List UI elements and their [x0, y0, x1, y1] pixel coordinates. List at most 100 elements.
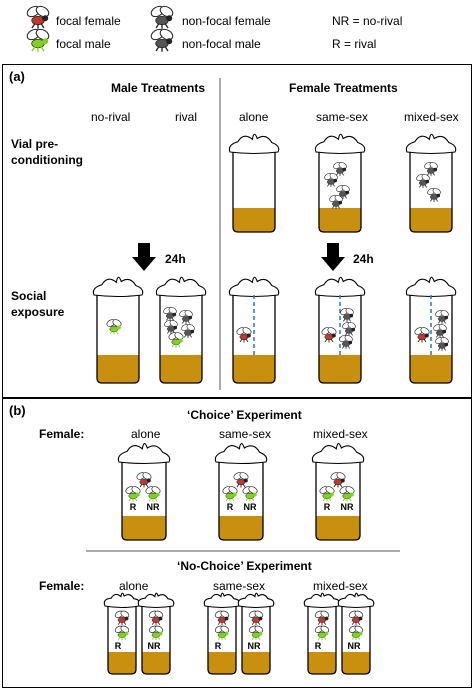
fly-legs: [427, 172, 435, 176]
fly-legs: [332, 205, 340, 209]
fly-legs: [324, 338, 334, 343]
tag-rival-nochoice-same-sex: R: [215, 641, 222, 651]
fly-head: [243, 478, 248, 483]
time-label-female: 24h: [353, 252, 374, 266]
fly-wing: [151, 486, 161, 494]
vial-precond-same-sex: [314, 133, 366, 233]
fly-legs: [155, 46, 169, 52]
female-treatments-heading: Female Treatments: [289, 81, 398, 95]
vial-nochoice-norival-alone: [137, 592, 175, 675]
fly-head: [173, 325, 178, 330]
fly-wing: [186, 324, 195, 331]
fly-wing: [420, 327, 430, 335]
fly-wing: [159, 28, 174, 41]
vial-tube: [318, 293, 362, 384]
vial-social-mixed-sex: [405, 276, 457, 384]
fly-wing: [325, 486, 335, 494]
fly-head: [42, 38, 49, 45]
food-medium: [108, 652, 136, 674]
fly-choice-rival-male-same-sex: [222, 486, 238, 502]
fly-legs: [184, 334, 192, 338]
fly-choice-rival-male-mixed-sex: [319, 486, 335, 502]
fly-wing: [320, 610, 330, 618]
fly-wing: [432, 188, 441, 195]
fly-head: [172, 312, 177, 317]
row-vial-preconditioning-line2: conditioning: [11, 153, 83, 167]
fly-wing: [254, 625, 264, 633]
fly-social-ss-3: [339, 335, 353, 349]
fly-social-ss-1: [340, 308, 354, 322]
fly-legs: [322, 497, 332, 502]
arrow-24h-male: [132, 243, 156, 271]
legend-r-definition: R = rival: [332, 37, 377, 51]
fly-head: [246, 333, 251, 338]
vial-tube: [307, 604, 337, 675]
fly-head: [232, 492, 237, 497]
fly-wing: [320, 625, 330, 633]
fly-legs: [236, 483, 246, 488]
fly-head: [349, 492, 354, 497]
food-medium: [142, 652, 170, 674]
food-medium: [410, 208, 452, 232]
fly-wing: [168, 307, 177, 314]
col-mixed-sex: mixed-sex: [404, 110, 459, 124]
legend-nonfocal-male-icon: [150, 28, 174, 52]
nochoice-col-same-sex: same-sex: [213, 579, 266, 593]
tag-norival-choice-same-sex: NR: [244, 502, 257, 512]
vial-tube: [241, 604, 271, 675]
fly-legs: [251, 621, 261, 626]
tag-rival-choice-mixed-sex: R: [324, 502, 331, 512]
fly-head: [348, 340, 353, 345]
fly-choice-focal-female-same-sex: [233, 472, 249, 488]
fly-choice-norival-male-mixed-sex: [339, 486, 355, 502]
fly-choice-focal-female-alone: [136, 472, 152, 488]
food-medium: [242, 652, 270, 674]
legend-focal-male-icon: [26, 28, 50, 52]
fly-head: [340, 478, 345, 483]
fly-head: [124, 631, 129, 636]
fly-head: [190, 329, 195, 334]
fly-head: [252, 492, 257, 497]
fly-wing: [131, 486, 141, 494]
vial-social-no-rival: [92, 276, 144, 384]
tag-rival-choice-same-sex: R: [227, 502, 234, 512]
vial-tube: [96, 293, 140, 384]
fly-head: [178, 338, 183, 343]
fly-nochoice-r-male-mixed-sex: [314, 625, 330, 641]
fly-head: [42, 15, 49, 22]
panel-a-label: (a): [9, 69, 25, 84]
col-alone: alone: [239, 110, 269, 124]
fly-social-rival-focal-male: [168, 332, 184, 348]
fly-wing: [174, 332, 184, 340]
food-medium: [319, 355, 361, 383]
fly-legs: [342, 497, 352, 502]
fly-choice-focal-female-mixed-sex: [330, 472, 346, 488]
cotton-plug: [314, 133, 366, 155]
fly-legs: [430, 198, 438, 202]
nochoice-female-label: Female:: [39, 579, 85, 593]
fly-social-ss-focal-female: [321, 327, 337, 343]
fly-wing: [421, 174, 430, 181]
fly-head: [442, 329, 447, 334]
vial-choice-same-sex: [214, 443, 268, 541]
fly-precond-ms-1: [424, 162, 438, 176]
fly-nochoice-nr-focal-female-mixed-sex: [348, 610, 364, 626]
fly-nochoice-r-focal-female-mixed-sex: [314, 610, 330, 626]
fly-wing: [429, 162, 438, 169]
row-social-exposure-line2: exposure: [11, 305, 65, 319]
fly-head: [158, 616, 163, 621]
fly-precond-ms-2: [416, 174, 430, 188]
fly-head: [358, 631, 363, 636]
fly-head: [345, 190, 350, 195]
fly-wing: [345, 486, 355, 494]
fly-wing: [338, 162, 347, 169]
fly-nochoice-nr-male-mixed-sex: [348, 625, 364, 641]
fly-legs: [151, 636, 161, 641]
fly-legs: [251, 636, 261, 641]
cotton-plug: [237, 592, 275, 609]
fly-wing: [35, 28, 50, 41]
male-treatments-heading: Male Treatments: [111, 81, 206, 95]
fly-wing: [345, 308, 354, 315]
vial-tube: [121, 460, 167, 541]
